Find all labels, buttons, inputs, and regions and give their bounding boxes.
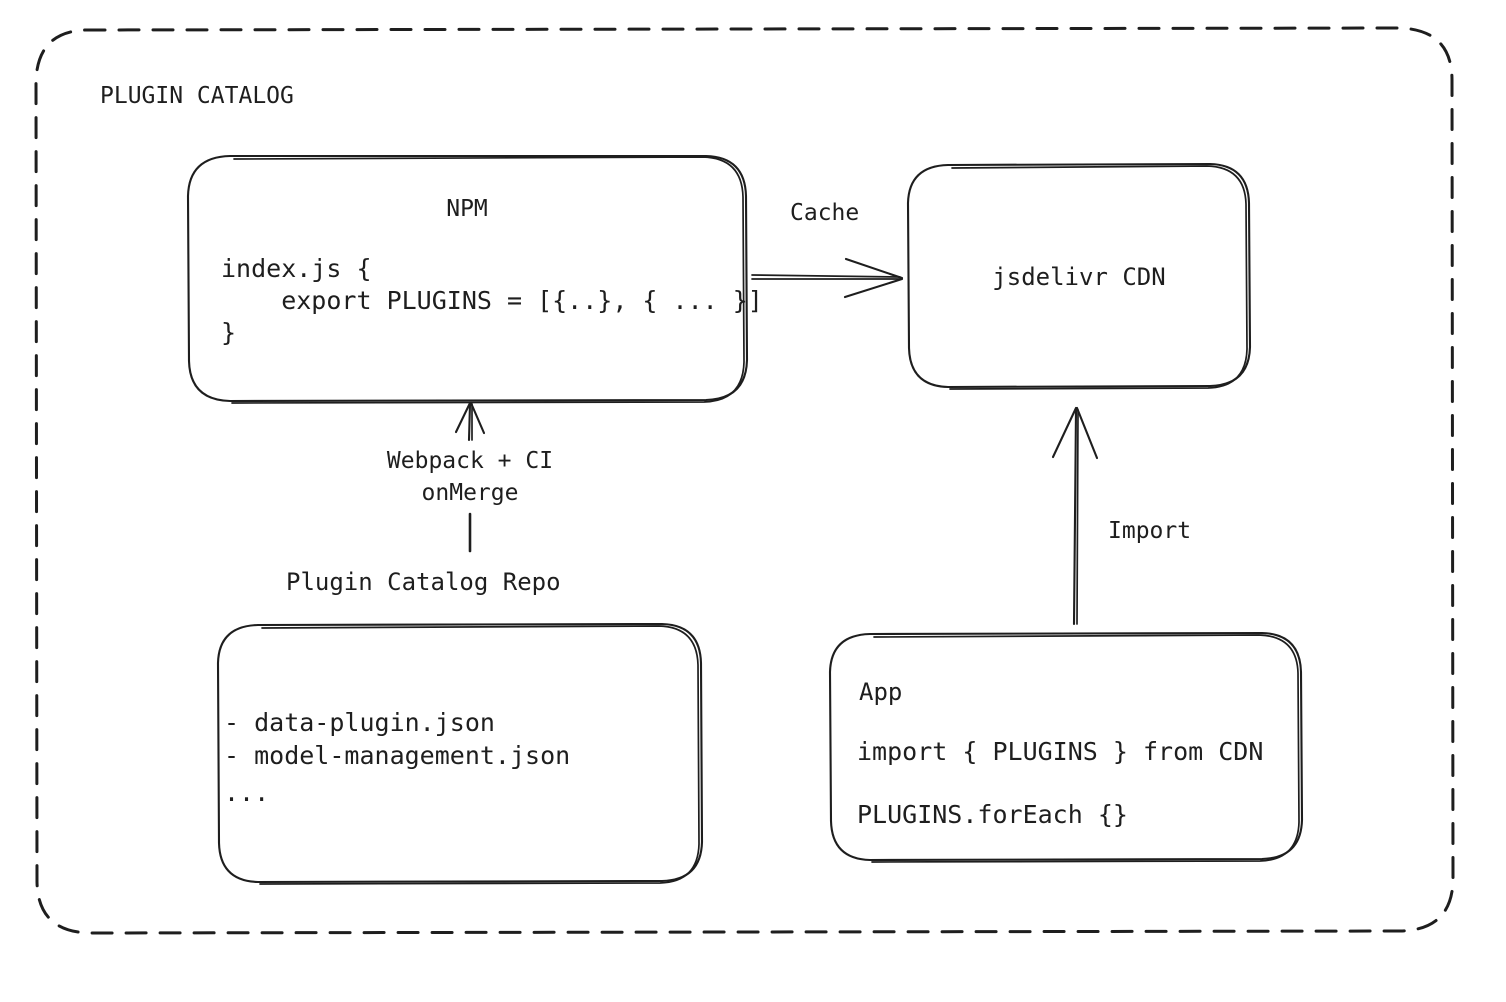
import-edge-label: Import [1108,518,1192,544]
cache-edge-label: Cache [790,200,860,226]
build-arrow [454,401,486,553]
repo-line-3: ... [224,778,270,807]
app-line-1: import { PLUGINS } from CDN [857,737,1264,766]
npm-box-outline [186,154,749,404]
build-edge-label-line2: onMerge [421,480,519,506]
cdn-title: jsdelivr CDN [992,263,1166,291]
npm-code-line-1: index.js { [221,254,372,283]
npm-code-line-3: } [221,318,237,347]
repo-box-outline [216,622,704,885]
build-edge-label-line1: Webpack + CI [386,448,554,474]
group-container-outline [34,26,1455,935]
npm-code-line-2: export PLUGINS = [{..}, { ... }] [221,286,763,315]
app-box-outline [828,631,1304,863]
repo-line-2: - model-management.json [224,741,571,770]
cdn-box-outline [906,162,1252,390]
import-arrow [1051,406,1099,626]
repo-line-1: - data-plugin.json [224,708,495,737]
npm-title: NPM [446,196,488,222]
group-label: PLUGIN CATALOG [100,83,294,109]
app-line-2: PLUGINS.forEach {} [857,800,1128,829]
cache-arrow [751,257,904,299]
repo-caption: Plugin Catalog Repo [286,568,561,596]
app-title: App [859,678,903,706]
